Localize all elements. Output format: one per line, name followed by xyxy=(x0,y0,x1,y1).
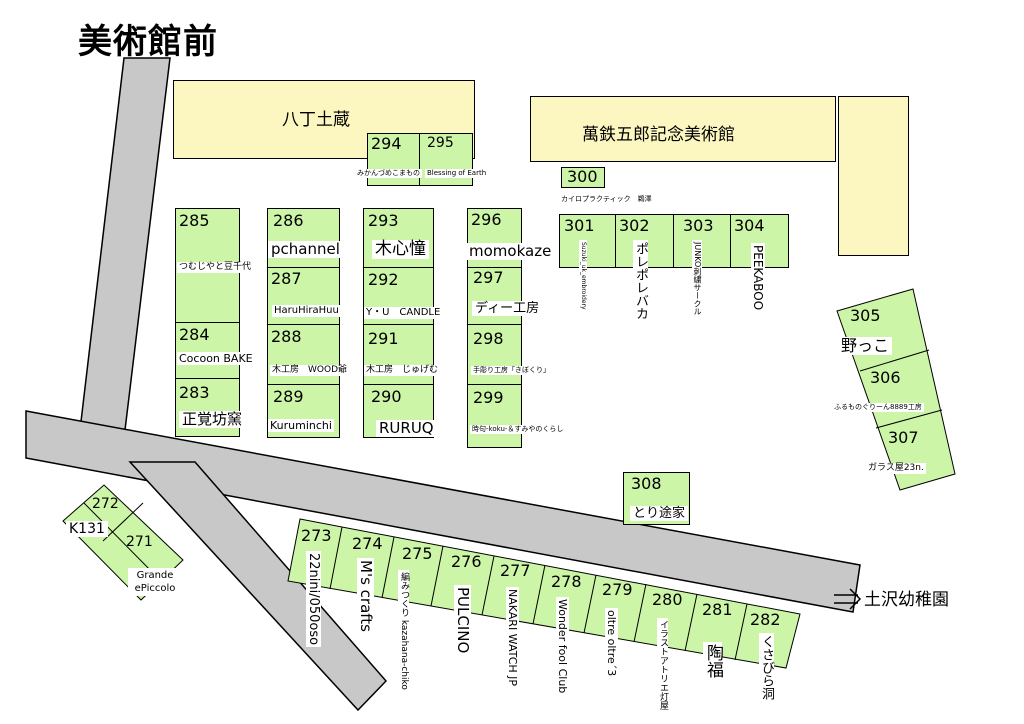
stall-288-name: 木工房 WOOD爺 xyxy=(270,365,349,376)
stall-305-number: 305 xyxy=(850,306,881,325)
stall-300-number: 300 xyxy=(567,167,598,186)
stall-271-number: 271 xyxy=(126,534,153,550)
stall-272-number: 272 xyxy=(92,496,119,512)
stall-284 xyxy=(175,322,240,379)
arrow-right-icon xyxy=(834,588,862,610)
stall-301-name: Suzuki_uk_embroidery xyxy=(579,240,587,312)
stall-296-name: momokaze xyxy=(466,243,555,260)
stall-296-number: 296 xyxy=(471,210,502,229)
stall-297-name: ディー工房 xyxy=(472,301,543,316)
stall-286-number: 286 xyxy=(273,211,304,230)
stall-274-number: 274 xyxy=(352,534,383,553)
stall-298-number: 298 xyxy=(473,329,504,348)
stall-300 xyxy=(561,167,605,188)
stall-301 xyxy=(559,214,616,268)
stall-276-name: PULCINO xyxy=(454,585,472,656)
stall-286 xyxy=(267,208,340,268)
stall-292-name: Y・U CANDLE xyxy=(364,307,443,319)
stall-277-name: NAKARI WATCH JP xyxy=(506,587,519,689)
stall-299-name: 時句-koku-＆すみやのくらし xyxy=(470,425,566,434)
stall-288-number: 288 xyxy=(271,327,302,346)
building-hatcho-label: 八丁土蔵 xyxy=(282,110,350,130)
stall-303-number: 303 xyxy=(683,216,714,235)
stall-303-name: JUNKO刺繍サークル xyxy=(692,240,702,318)
stall-301-number: 301 xyxy=(564,216,595,235)
stall-285-number: 285 xyxy=(179,211,210,230)
stall-276-number: 276 xyxy=(451,552,482,571)
stall-299-number: 299 xyxy=(473,388,504,407)
stall-280-name: イラストアトリエ灯屋 xyxy=(657,618,668,712)
road-diagonal xyxy=(128,461,388,712)
stall-283-name: 正覚坊窯 xyxy=(179,411,246,428)
stall-304-number: 304 xyxy=(734,216,765,235)
stall-282-number: 282 xyxy=(750,610,781,629)
stall-306-name: ふるものぐりーん8889工房 xyxy=(832,403,924,412)
stall-273-name: 22nini/050oso xyxy=(306,551,321,648)
building-yorozu xyxy=(530,96,836,162)
stall-274-name: M's crafts xyxy=(357,558,375,634)
stall-277-number: 277 xyxy=(500,561,531,580)
stall-294-name: みかんづめこまもの xyxy=(355,169,422,178)
stall-302-name: ポレポレバカ xyxy=(633,240,648,322)
road-vertical xyxy=(79,57,171,431)
stall-298-name: 手彫り工房「きぼくり」 xyxy=(471,366,552,375)
stall-286-name: pchannel xyxy=(268,241,343,258)
direction-label: 土沢幼稚園 xyxy=(864,590,949,610)
stall-287-name: HaruHiraHuu xyxy=(272,305,341,317)
stall-275-number: 275 xyxy=(402,544,433,563)
stall-304-name: PEEKABOO xyxy=(751,243,765,313)
stall-303 xyxy=(673,214,731,268)
stall-293-number: 293 xyxy=(368,211,399,230)
stall-300-name: カイロプラクティック 鵜澤 xyxy=(559,195,654,204)
stall-299 xyxy=(467,384,522,448)
stall-284-name: Cocoon BAKE xyxy=(177,352,255,365)
stall-289-name: Kuruminchi xyxy=(268,419,334,432)
stall-275-name: 編みつくり kazahana-chiko xyxy=(398,570,409,690)
road-horizontal xyxy=(25,410,861,613)
stall-297-number: 297 xyxy=(473,268,504,287)
stall-291-number: 291 xyxy=(368,329,399,348)
stall-284-number: 284 xyxy=(179,325,210,344)
stall-294-number: 294 xyxy=(371,134,402,153)
stall-281-name: 陶福 xyxy=(703,642,723,680)
building-yorozu-label: 萬鉄五郎記念美術館 xyxy=(582,125,735,145)
stall-290-number: 290 xyxy=(371,387,402,406)
building-annex xyxy=(838,96,909,256)
stall-306-number: 306 xyxy=(870,368,901,387)
stall-308-name: とり途家 xyxy=(630,506,689,521)
stall-273-number: 273 xyxy=(301,526,332,545)
stall-278-name: Wonder fool Club xyxy=(556,597,569,696)
page-title: 美術館前 xyxy=(78,22,218,62)
stall-307-number: 307 xyxy=(888,428,919,447)
stall-281-number: 281 xyxy=(702,600,733,619)
stall-295-name: Blessing of Earth xyxy=(425,169,489,178)
stall-308-number: 308 xyxy=(631,474,662,493)
stall-271-name: Grande ePiccolo xyxy=(128,568,182,596)
stall-292-number: 292 xyxy=(368,270,399,289)
stall-285-name: つむじやと豆千代 xyxy=(177,262,254,273)
stall-279-name: oltre oltre´3 xyxy=(605,608,618,679)
stall-287-number: 287 xyxy=(271,269,302,288)
stall-280-number: 280 xyxy=(652,590,683,609)
stall-302-number: 302 xyxy=(619,216,650,235)
stall-290-name: RURUQ xyxy=(376,420,437,437)
stall-278-number: 278 xyxy=(551,572,582,591)
stall-305-name: 野っこ xyxy=(838,337,893,355)
stall-block-273-282 xyxy=(287,518,801,669)
stall-293-name: 木心憧 xyxy=(372,240,429,259)
stall-307-name: ガラス屋23n. xyxy=(866,463,926,474)
stall-295-number: 295 xyxy=(427,135,454,151)
stall-283-number: 283 xyxy=(179,383,210,402)
stall-272-name: K131 xyxy=(66,521,108,537)
stall-291-name: 木工房 じゅげむ xyxy=(364,365,441,376)
stall-279-number: 279 xyxy=(602,580,633,599)
stall-282-name: くさびら洞 xyxy=(759,633,774,702)
stall-289-number: 289 xyxy=(273,387,304,406)
